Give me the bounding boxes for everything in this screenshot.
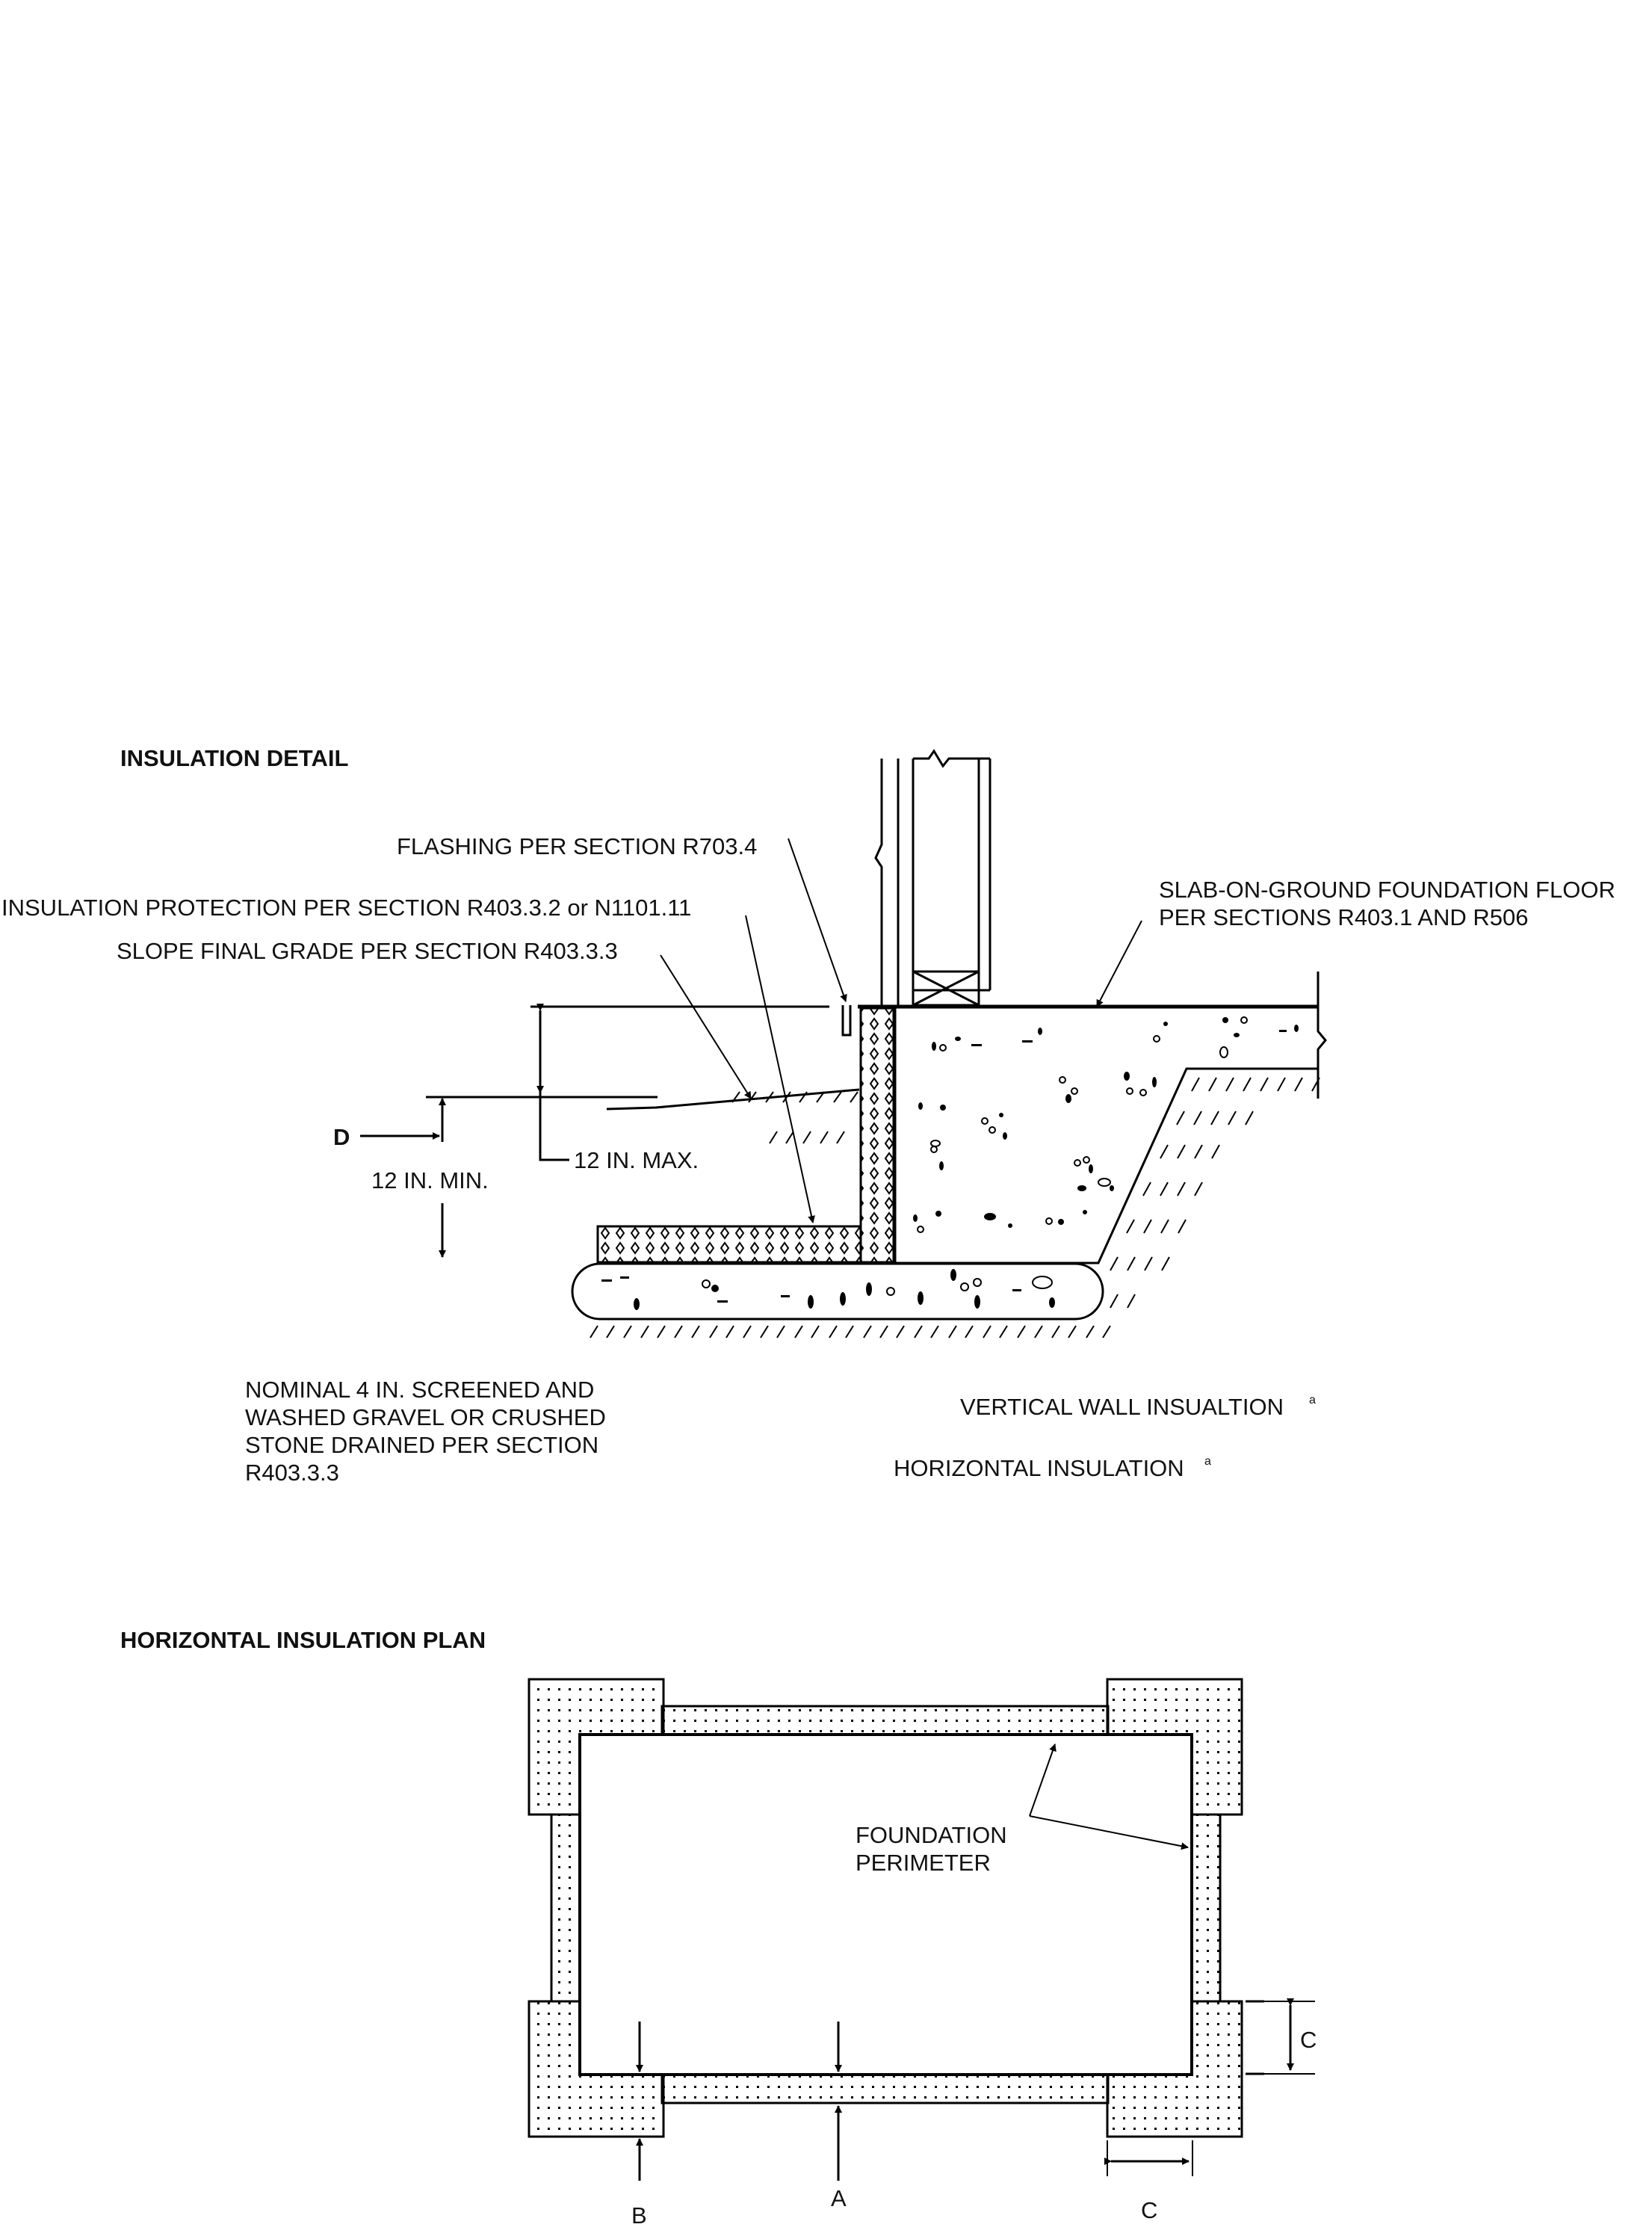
- label-c-horizontal: C: [1141, 2197, 1157, 2223]
- vertical-insulation-label: VERTICAL WALL INSUALTION: [960, 1394, 1284, 1420]
- flashing: [841, 1005, 852, 1037]
- vertical-wall-insulation: [859, 1007, 895, 1264]
- plan-leaders: [636, 1744, 1315, 2181]
- label-a: A: [831, 2185, 847, 2211]
- foundation-perimeter: [578, 1733, 1193, 2076]
- slope-label: SLOPE FINAL GRADE PER SECTION R403.3.3: [117, 938, 618, 964]
- vertical-insulation-footnote: a: [1309, 1394, 1316, 1406]
- perimeter-label-line1: FOUNDATION: [856, 1822, 1007, 1848]
- leader-lines: [660, 838, 1142, 1223]
- break-line: [1317, 972, 1327, 1099]
- gravel-label-line4: R403.3.3: [245, 1460, 339, 1486]
- gravel-bed: [571, 1262, 1104, 1321]
- slab-label-line2: PER SECTIONS R403.1 AND R506: [1159, 904, 1528, 930]
- horizontal-insulation-footnote: a: [1204, 1455, 1211, 1468]
- gravel-label-line3: STONE DRAINED PER SECTION: [245, 1432, 598, 1458]
- label-b: B: [631, 2202, 647, 2229]
- slab-concrete: [894, 1007, 1318, 1264]
- plan-title: HORIZONTAL INSULATION PLAN: [120, 1627, 486, 1653]
- detail-title: INSULATION DETAIL: [120, 745, 348, 771]
- finish-grade-line: [606, 1088, 860, 1111]
- insulation-plan: [528, 1678, 1243, 2138]
- dimension-lines: [360, 1004, 829, 1258]
- horizontal-insulation-label: HORIZONTAL INSULATION: [894, 1455, 1184, 1481]
- min-label: 12 IN. MIN.: [371, 1167, 489, 1193]
- flashing-label: FLASHING PER SECTION R703.4: [397, 833, 757, 859]
- gravel-label-line2: WASHED GRAVEL OR CRUSHED: [245, 1404, 606, 1430]
- perimeter-label-line2: PERIMETER: [856, 1850, 991, 1876]
- wall-framing: [874, 749, 991, 1007]
- protection-label: INSULATION PROTECTION PER SECTION R403.3…: [1, 895, 691, 921]
- horizontal-insulation: [596, 1225, 862, 1264]
- max-label: 12 IN. MAX.: [574, 1147, 699, 1173]
- label-c-vertical: C: [1300, 2027, 1317, 2053]
- d-label: D: [333, 1124, 350, 1150]
- soil-hatching: [590, 1077, 1320, 1338]
- slab-label-line1: SLAB-ON-GROUND FOUNDATION FLOOR: [1159, 877, 1615, 903]
- gravel-label-line1: NOMINAL 4 IN. SCREENED AND: [245, 1377, 594, 1403]
